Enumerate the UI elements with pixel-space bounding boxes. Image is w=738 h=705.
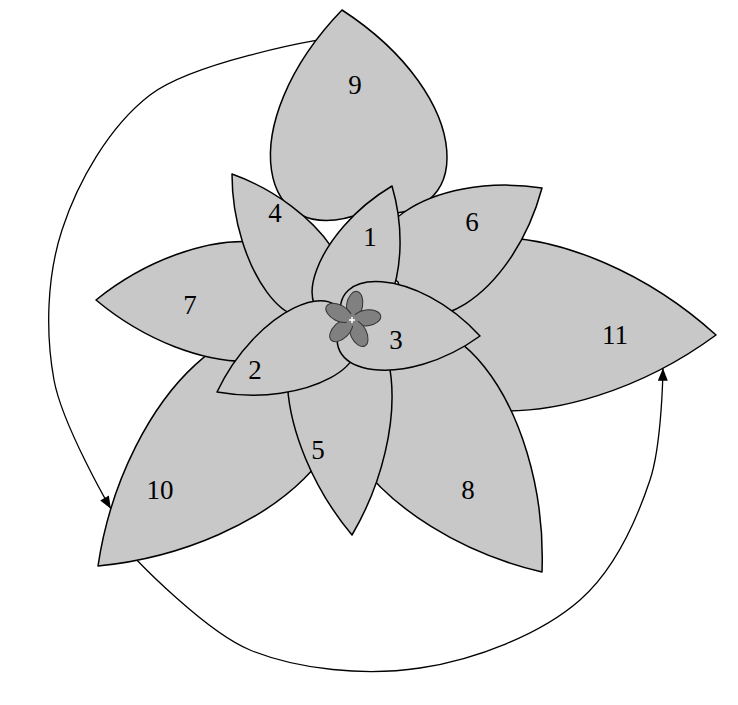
petal-number: 8 (461, 477, 475, 504)
petal-number: 5 (311, 437, 325, 464)
petal-number: 1 (363, 224, 377, 251)
stamen-group (323, 290, 382, 350)
stamen-lobe (345, 317, 372, 349)
petal: 9 (267, 7, 451, 224)
petal-number: 2 (248, 357, 262, 384)
petal-number: 7 (183, 292, 197, 319)
petal-number: 10 (147, 477, 174, 504)
petal-number: 9 (348, 72, 362, 99)
petal-outline (335, 278, 485, 380)
petal-number: 4 (268, 200, 282, 227)
petal: 3 (334, 278, 483, 374)
stamen-lobe (344, 290, 365, 320)
stamen-core (346, 314, 358, 326)
petal-number: 3 (389, 327, 403, 354)
stamen-lobe (326, 315, 357, 346)
petal-number: 6 (465, 209, 479, 236)
stamen-lobe (323, 299, 355, 326)
stamen-lobe (352, 308, 382, 328)
stamen-mark (349, 317, 355, 323)
petal-number: 11 (602, 322, 628, 349)
petal-shape (267, 7, 451, 224)
petal-outline (254, 0, 453, 226)
petal-shape (334, 278, 483, 374)
